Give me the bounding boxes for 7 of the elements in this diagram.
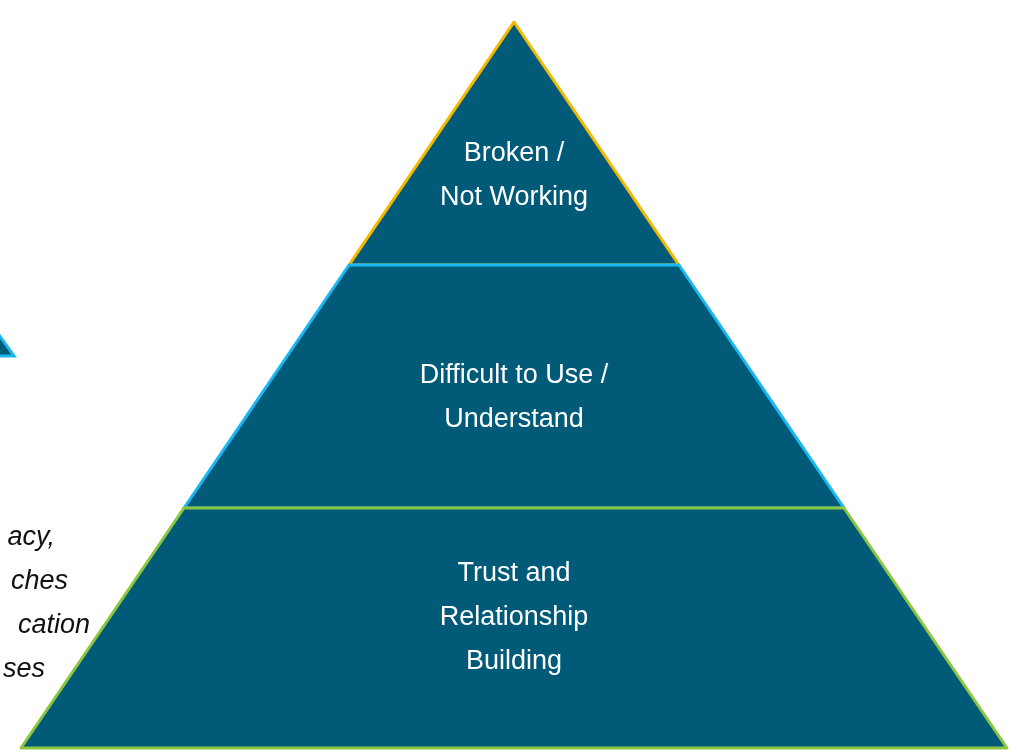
note-text: cation <box>17 608 90 640</box>
note-text: ses <box>2 652 45 684</box>
tier-label: Difficult to Use / Understand <box>418 358 610 435</box>
tier-label: Broken / Not Working <box>439 136 589 213</box>
tier-label: Trust and Relationship Building <box>438 556 590 677</box>
note-text: acy, <box>7 520 55 552</box>
note-text: ches <box>10 564 68 596</box>
